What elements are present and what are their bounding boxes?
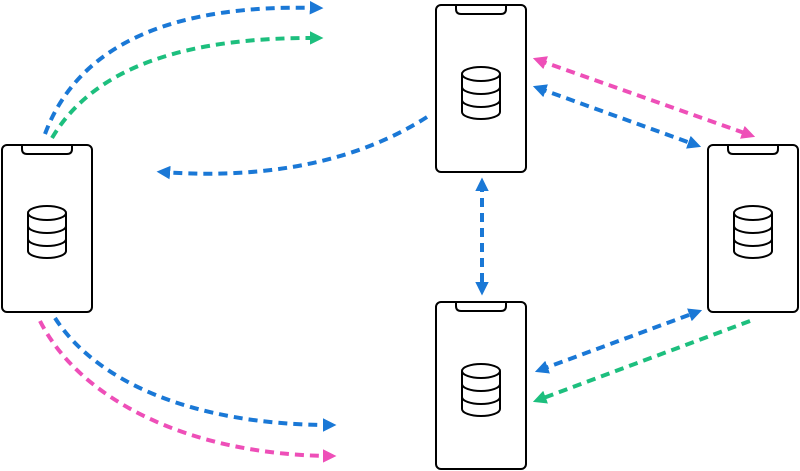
phone-left: [1, 144, 93, 313]
arrow-top-to-left-blue: [156, 115, 429, 180]
arrow-left-to-top-blue: [43, 0, 324, 135]
database-icon: [461, 66, 501, 120]
arrow-top-right-blue: [532, 84, 702, 149]
phone-bottom: [435, 301, 527, 470]
arrow-left-to-bottom-blue: [53, 316, 337, 432]
database-icon: [733, 205, 773, 259]
database-icon: [461, 363, 501, 417]
arrow-bottom-right-blue: [534, 308, 703, 374]
arrow-right-to-bottom-green: [532, 319, 751, 404]
arrow-left-to-bottom-pink: [38, 320, 337, 463]
database-icon: [27, 205, 67, 259]
phone-right: [707, 144, 799, 313]
arrow-left-to-top-green: [50, 31, 324, 140]
phone-top: [435, 4, 527, 173]
